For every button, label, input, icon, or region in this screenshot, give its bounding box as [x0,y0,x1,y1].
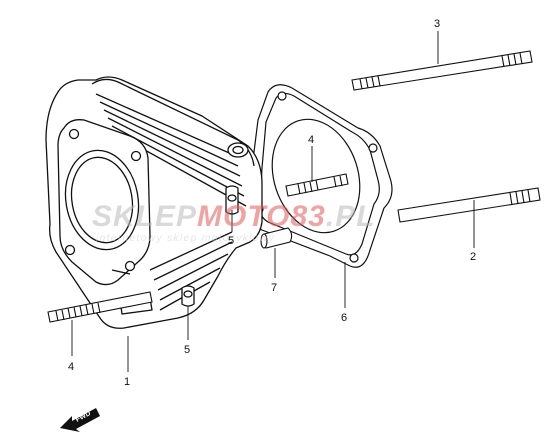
forward-arrow-icon [60,408,100,432]
callout-7: 7 [271,282,277,294]
callout-3: 3 [434,18,440,30]
callout-1: 1 [124,376,130,388]
stud-bolt-2 [397,187,541,223]
forward-arrow-badge: FWD [60,408,100,432]
svg-text:SKLEPMOTO83.PL: SKLEPMOTO83.PL [92,200,376,233]
dowel-pin-7 [260,227,293,249]
watermark-tagline: internetowy sklep motocyklowy [96,232,275,244]
stud-bolt-3 [351,50,533,91]
watermark: SKLEPMOTO83.PL internetowy sklep motocyk… [92,200,376,244]
watermark-brand-tld: .PL [326,200,376,233]
callout-2: 2 [470,251,476,263]
callout-4-lower: 4 [68,361,74,373]
watermark-brand-mid: MOTO [197,200,290,233]
callout-5-lower: 5 [184,344,190,356]
watermark-brand-left: SKLEP [92,200,197,233]
callout-4-upper: 4 [308,134,314,146]
callout-5-upper: 5 [228,235,234,247]
cylinder-block-1 [45,76,263,329]
watermark-brand-right: 83 [290,200,325,233]
cylinder-gasket-6 [248,84,393,268]
stud-bolt-4-upper [285,173,349,197]
stud-bolt-4-lower [47,291,153,323]
callout-6: 6 [341,312,347,324]
